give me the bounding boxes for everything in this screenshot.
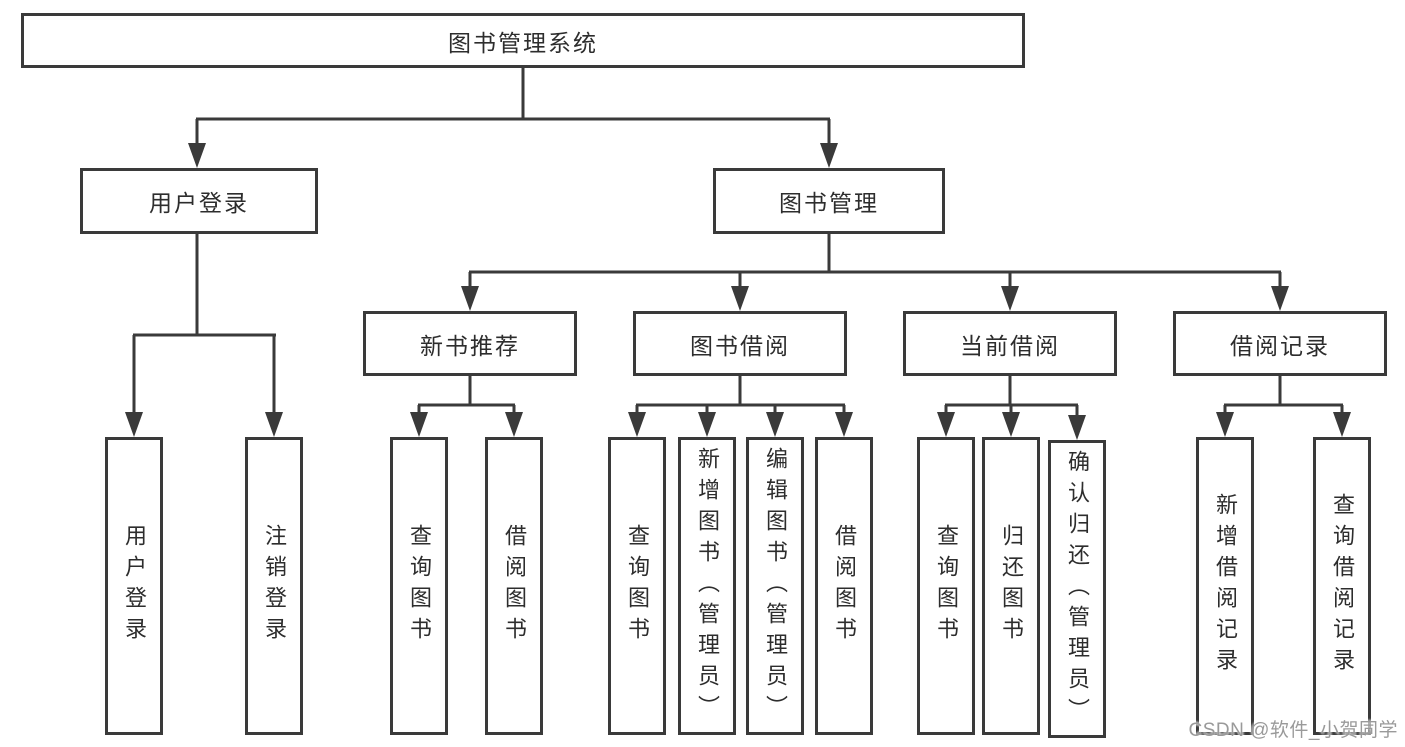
- node-root-label: 图书管理系统: [448, 29, 598, 56]
- csdn-watermark: CSDN @软件_小贺同学: [1188, 720, 1398, 741]
- leaf-recommend-borrow-books-label: 借阅图书: [502, 524, 527, 648]
- leaf-borrow-borrow-books: 借阅图书: [815, 437, 873, 735]
- leaf-records-query-record: 查询借阅记录: [1313, 437, 1371, 735]
- node-book-management: 图书管理: [713, 168, 945, 234]
- leaf-borrow-borrow-books-label: 借阅图书: [832, 524, 857, 648]
- node-book-management-label: 图书管理: [779, 190, 879, 216]
- node-borrow-records: 借阅记录: [1173, 311, 1387, 376]
- leaf-current-return-books: 归还图书: [982, 437, 1040, 735]
- leaf-borrow-add-book-admin: 新增图书（管理员）: [678, 437, 736, 735]
- leaf-current-confirm-return-admin: 确认归还（管理员）: [1048, 440, 1106, 738]
- leaf-current-confirm-return-admin-label: 确认归还（管理员）: [1065, 449, 1090, 729]
- node-root: 图书管理系统: [21, 13, 1025, 68]
- arrowheads: [125, 143, 1351, 440]
- node-current-borrow-label: 当前借阅: [960, 332, 1060, 359]
- node-new-book-recommend: 新书推荐: [363, 311, 577, 376]
- leaf-recommend-borrow-books: 借阅图书: [485, 437, 543, 735]
- node-new-book-recommend-label: 新书推荐: [420, 332, 520, 359]
- leaf-current-query-books: 查询图书: [917, 437, 975, 735]
- node-book-borrow: 图书借阅: [633, 311, 847, 376]
- leaf-recommend-query-books: 查询图书: [390, 437, 448, 735]
- node-user-login-label: 用户登录: [149, 190, 249, 216]
- node-user-login: 用户登录: [80, 168, 318, 234]
- leaf-records-query-record-label: 查询借阅记录: [1330, 493, 1355, 679]
- leaf-user-login: 用户登录: [105, 437, 163, 735]
- node-borrow-records-label: 借阅记录: [1230, 332, 1330, 359]
- leaf-recommend-query-books-label: 查询图书: [407, 524, 432, 648]
- leaf-user-login-label: 用户登录: [122, 524, 147, 648]
- leaf-records-add-record-label: 新增借阅记录: [1213, 493, 1238, 679]
- leaf-logout: 注销登录: [245, 437, 303, 735]
- node-current-borrow: 当前借阅: [903, 311, 1117, 376]
- leaf-current-return-books-label: 归还图书: [999, 524, 1024, 648]
- leaf-logout-label: 注销登录: [262, 524, 287, 648]
- leaf-borrow-query-books: 查询图书: [608, 437, 666, 735]
- connector-stems: [195, 68, 1282, 405]
- node-book-borrow-label: 图书借阅: [690, 332, 790, 359]
- leaf-records-add-record: 新增借阅记录: [1196, 437, 1254, 735]
- leaf-borrow-query-books-label: 查询图书: [625, 524, 650, 648]
- leaf-borrow-edit-book-admin-label: 编辑图书（管理员）: [763, 446, 788, 726]
- leaf-borrow-add-book-admin-label: 新增图书（管理员）: [695, 446, 720, 726]
- leaf-current-query-books-label: 查询图书: [934, 524, 959, 648]
- leaf-borrow-edit-book-admin: 编辑图书（管理员）: [746, 437, 804, 735]
